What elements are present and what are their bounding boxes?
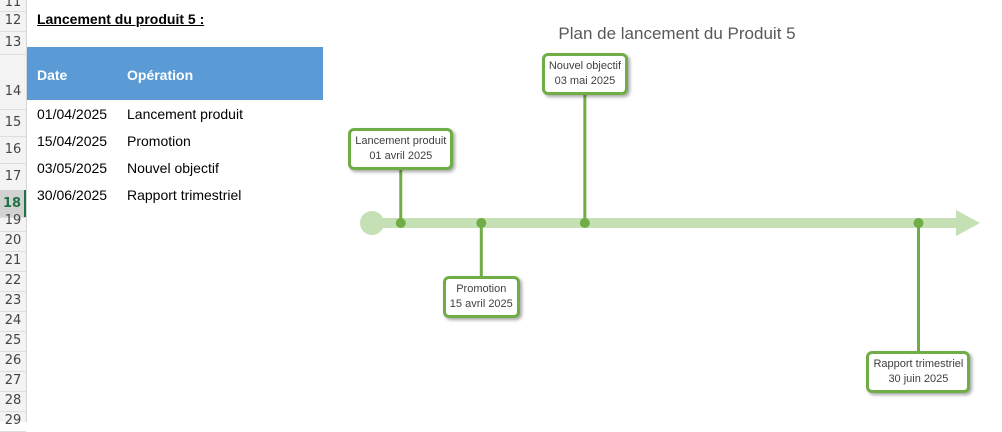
event-label-name: Lancement produit — [355, 135, 447, 147]
row-divider — [0, 411, 26, 412]
event-label-name: Promotion — [456, 283, 507, 295]
event-marker — [913, 218, 924, 228]
row-divider — [0, 351, 26, 352]
section-title: Lancement du produit 5 : — [37, 11, 205, 27]
row-number[interactable]: 24 — [4, 313, 22, 328]
row-number[interactable]: 19 — [4, 213, 22, 228]
row-number[interactable]: 13 — [4, 35, 22, 50]
timeline-arrowhead — [956, 210, 980, 236]
chart-title: Plan de lancement du Produit 5 — [558, 24, 796, 43]
row-number[interactable]: 29 — [4, 413, 22, 428]
row-number[interactable]: 25 — [4, 333, 22, 348]
header-date: Date — [37, 67, 68, 83]
event-marker — [476, 218, 487, 228]
row-number[interactable]: 18 — [0, 190, 26, 217]
row-divider — [0, 109, 26, 110]
event-label[interactable]: Promotion 15 avril 2025 — [442, 276, 520, 318]
row-number[interactable]: 12 — [4, 13, 22, 28]
row-number[interactable]: 21 — [4, 253, 22, 268]
row-divider — [0, 11, 26, 12]
event-label[interactable]: Lancement produit 01 avril 2025 — [348, 128, 454, 170]
event-label-name: Nouvel objectif — [548, 60, 621, 72]
operation-cell[interactable]: Promotion — [127, 133, 191, 149]
event-marker — [579, 218, 590, 228]
event-label-name: Rapport trimestriel — [873, 358, 964, 370]
row-divider — [0, 31, 26, 32]
row-divider — [0, 271, 26, 272]
date-cell[interactable]: 30/06/2025 — [37, 187, 108, 203]
row-divider — [0, 163, 26, 164]
date-cell[interactable]: 03/05/2025 — [37, 160, 108, 176]
row-divider — [0, 371, 26, 372]
event-label[interactable]: Rapport trimestriel 30 juin 2025 — [866, 351, 971, 393]
event-label-date: 15 avril 2025 — [449, 298, 513, 310]
row-divider — [0, 54, 26, 55]
event-label-date: 30 juin 2025 — [888, 373, 949, 385]
row-number[interactable]: 22 — [4, 273, 22, 288]
event-marker — [395, 218, 406, 228]
table-header-row: Date Opération — [27, 47, 323, 100]
row-divider — [0, 391, 26, 392]
row-number[interactable]: 11 — [4, 0, 22, 10]
row-number[interactable]: 15 — [4, 115, 22, 130]
row-divider — [0, 217, 26, 218]
date-cell[interactable]: 15/04/2025 — [37, 133, 108, 149]
row-number[interactable]: 20 — [4, 233, 22, 248]
event-label-date: 01 avril 2025 — [369, 150, 433, 162]
row-number[interactable]: 27 — [4, 373, 22, 388]
event-label[interactable]: Nouvel objectif 03 mai 2025 — [541, 53, 628, 95]
row-divider — [0, 231, 26, 232]
row-divider — [0, 331, 26, 332]
row-number[interactable]: 17 — [4, 169, 22, 184]
date-cell[interactable]: 01/04/2025 — [37, 106, 108, 122]
row-divider — [0, 291, 26, 292]
row-number[interactable]: 28 — [4, 393, 22, 408]
operation-cell[interactable]: Lancement produit — [127, 106, 243, 122]
operation-cell[interactable]: Rapport trimestriel — [127, 187, 242, 203]
operation-cell[interactable]: Nouvel objectif — [127, 160, 219, 176]
row-number[interactable]: 16 — [4, 142, 22, 157]
row-divider — [0, 251, 26, 252]
row-divider — [0, 136, 26, 137]
event-label-date: 03 mai 2025 — [554, 75, 616, 87]
timeline-start-marker — [360, 211, 384, 235]
row-number[interactable]: 26 — [4, 353, 22, 368]
row-divider — [0, 311, 26, 312]
row-number[interactable]: 23 — [4, 293, 22, 308]
header-operation: Opération — [127, 67, 194, 83]
row-number[interactable]: 14 — [4, 84, 22, 99]
